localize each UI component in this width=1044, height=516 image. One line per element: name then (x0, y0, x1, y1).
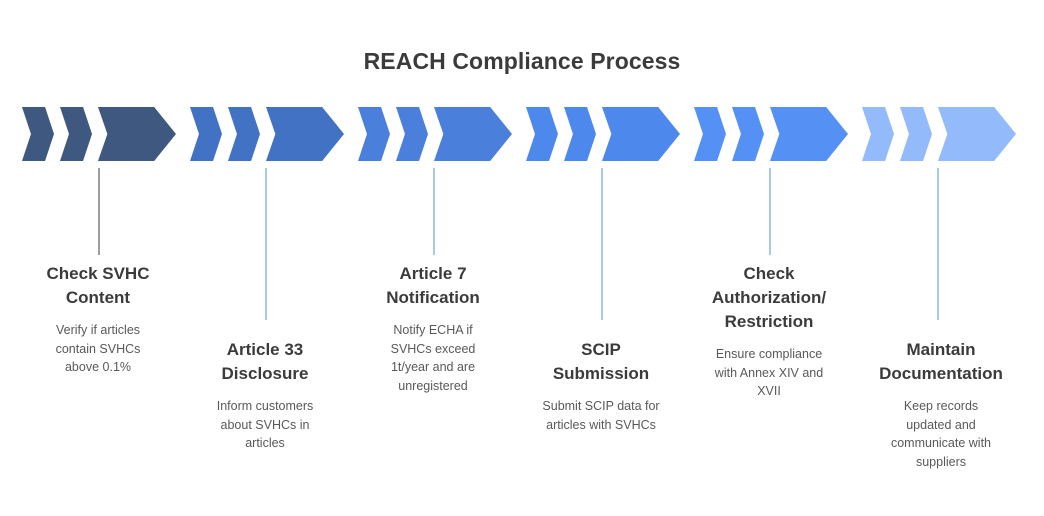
step-label-2: Article 33 Disclosure (221, 340, 309, 384)
chevron-band (0, 107, 1044, 161)
chevron-arrow-large (434, 107, 512, 161)
chevron-arrow-small (60, 107, 92, 161)
step-chevron-group-3[interactable] (358, 107, 512, 161)
step-label-3: Article 7 Notification (386, 264, 480, 308)
step-description-4: Submit SCIP data for articles with SVHCs (542, 399, 660, 432)
chevron-arrow-small (228, 107, 260, 161)
step-chevron-group-4[interactable] (526, 107, 680, 161)
connector-line-3 (433, 168, 435, 255)
step-label-6: Maintain Documentation (879, 340, 1003, 384)
step-label-4: SCIP Submission (552, 340, 650, 384)
chevron-arrow-large (266, 107, 344, 161)
connector-line-4 (601, 168, 603, 320)
chevron-arrow-small (190, 107, 222, 161)
chevron-arrow-small (900, 107, 932, 161)
step-text-2: Article 33 Disclosure Inform customers a… (180, 338, 350, 453)
chevron-arrow-large (98, 107, 176, 161)
step-description-6: Keep records updated and communicate wit… (890, 399, 992, 469)
page-title: REACH Compliance Process (363, 48, 681, 74)
step-description-5: Ensure compliance with Annex XIV and XVI… (714, 347, 824, 399)
connector-line-2 (265, 168, 267, 320)
step-description-3: Notify ECHA if SVHCs exceed 1t/year and … (390, 323, 476, 393)
chevron-arrow-small (732, 107, 764, 161)
chevron-arrow-small (694, 107, 726, 161)
step-text-1: Check SVHC Content Verify if articles co… (13, 262, 183, 377)
step-text-5: Check Authorization/ Restriction Ensure … (684, 262, 854, 401)
chevron-arrow-large (602, 107, 680, 161)
connector-line-5 (769, 168, 771, 255)
chevron-arrow-small (526, 107, 558, 161)
chevron-arrow-large (770, 107, 848, 161)
step-label-5: Check Authorization/ Restriction (711, 264, 827, 332)
connector-line-1 (98, 168, 100, 255)
step-chevron-group-1[interactable] (22, 107, 176, 161)
step-text-4: SCIP Submission Submit SCIP data for art… (516, 338, 686, 434)
step-chevron-group-2[interactable] (190, 107, 344, 161)
step-label-1: Check SVHC Content (46, 264, 150, 308)
chevron-arrow-small (358, 107, 390, 161)
connector-line-6 (937, 168, 939, 320)
chevron-arrow-small (396, 107, 428, 161)
step-description-1: Verify if articles contain SVHCs above 0… (55, 323, 141, 375)
chevron-arrow-large (938, 107, 1016, 161)
chevron-arrow-small (22, 107, 54, 161)
step-description-2: Inform customers about SVHCs in articles (216, 399, 314, 451)
step-chevron-group-5[interactable] (694, 107, 848, 161)
chevron-arrow-small (564, 107, 596, 161)
chevron-arrow-small (862, 107, 894, 161)
step-text-6: Maintain Documentation Keep records upda… (852, 338, 1030, 471)
step-text-3: Article 7 Notification Notify ECHA if SV… (348, 262, 518, 395)
step-chevron-group-6[interactable] (862, 107, 1016, 161)
